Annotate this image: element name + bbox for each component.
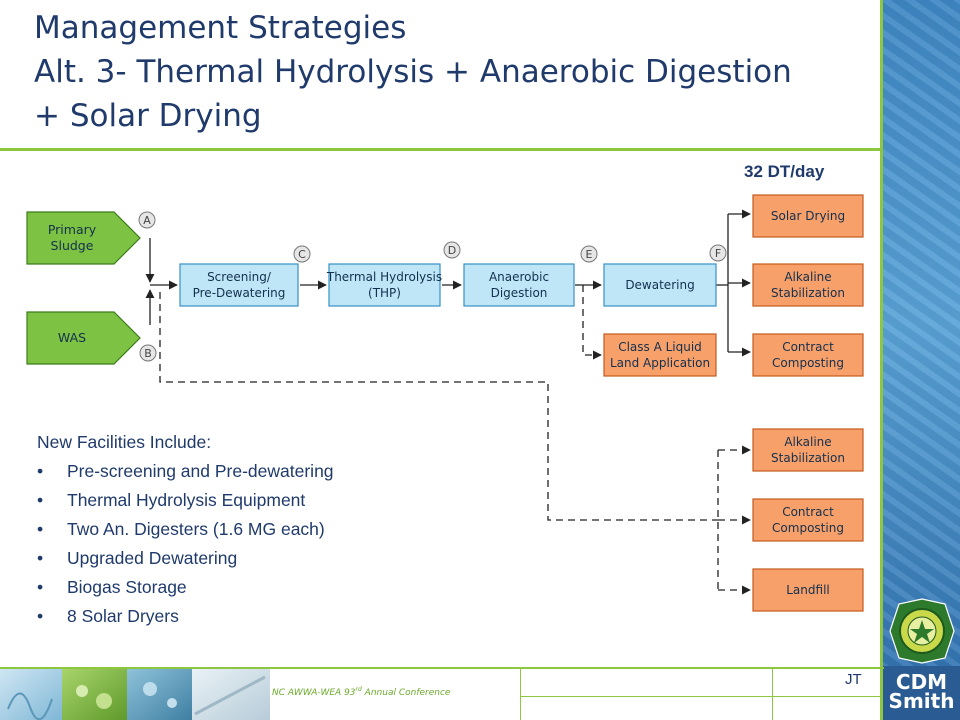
footer-box-divider: [520, 669, 521, 720]
title-divider: [0, 148, 884, 151]
list-item: •8 Solar Dryers: [37, 606, 179, 626]
facility-text: 8 Solar Dryers: [67, 606, 179, 626]
outcome-2-line1: Alkaline: [784, 270, 831, 284]
step-1-line1: Screening/: [207, 270, 272, 284]
bypass-landfill: Landfill: [752, 568, 864, 612]
step-3-line2: Digestion: [491, 286, 548, 300]
flow-connectors: [145, 209, 751, 357]
footer-photo-strip: [0, 669, 270, 720]
marker-d: D: [443, 241, 461, 259]
bypass-connectors: [159, 285, 751, 595]
footer-row-line: [520, 696, 880, 697]
facility-text: Thermal Hydrolysis Equipment: [67, 490, 306, 510]
conference-base: NC AWWA-WEA 93: [272, 688, 356, 698]
list-item: •Two An. Digesters (1.6 MG each): [37, 519, 325, 539]
marker-b-label: B: [144, 347, 152, 360]
bypass-alkaline-stabilization: Alkaline Stabilization: [752, 428, 864, 472]
facility-text: Biogas Storage: [67, 577, 187, 597]
facilities-list: •Pre-screening and Pre-dewatering •Therm…: [37, 457, 334, 631]
conference-label: NC AWWA-WEA 93rd Annual Conference: [272, 686, 450, 698]
marker-f-label: F: [715, 247, 721, 260]
input-was: WAS: [26, 311, 141, 365]
list-item: •Pre-screening and Pre-dewatering: [37, 461, 334, 481]
city-seal-icon: [889, 598, 955, 664]
bypass-2-line2: Composting: [772, 521, 844, 535]
outcome-1-line1: Solar Drying: [771, 209, 845, 223]
list-item: •Biogas Storage: [37, 577, 187, 597]
sidebar-band: [883, 0, 960, 720]
bypass-1-line2: Stabilization: [771, 451, 845, 465]
marker-a-label: A: [143, 214, 151, 227]
rate-label: 32 DT/day: [744, 162, 825, 181]
marker-c-label: C: [298, 248, 306, 261]
facility-text: Two An. Digesters (1.6 MG each): [67, 519, 325, 539]
process-flow-diagram: Primary Sludge WAS A B C D E F Screening…: [26, 194, 864, 612]
list-item: •Upgraded Dewatering: [37, 548, 238, 568]
new-facilities: New Facilities Include: •Pre-screening a…: [37, 428, 334, 631]
marker-d-label: D: [448, 244, 456, 257]
marker-e: E: [580, 245, 598, 263]
logo-line-1: CDM: [895, 670, 948, 694]
step-dewatering: Dewatering: [603, 263, 717, 307]
list-item: •Thermal Hydrolysis Equipment: [37, 490, 306, 510]
outcome-class-a-liquid: Class A Liquid Land Application: [603, 333, 717, 377]
outcome-solar-drying: Solar Drying: [752, 194, 864, 238]
marker-f: F: [709, 244, 727, 262]
footer-divider: [0, 667, 884, 669]
input-primary-sludge: Primary Sludge: [26, 211, 141, 265]
outcome-liquid-line1: Class A Liquid: [618, 340, 702, 354]
sidebar-divider: [880, 0, 883, 720]
outcome-contract-composting: Contract Composting: [752, 333, 864, 377]
step-1-line2: Pre-Dewatering: [193, 286, 286, 300]
footer-box-divider: [772, 669, 773, 720]
bypass-1-line1: Alkaline: [784, 435, 831, 449]
facilities-heading: New Facilities Include:: [37, 432, 212, 452]
conference-rest: Annual Conference: [361, 688, 451, 698]
step-2-line1: Thermal Hydrolysis: [326, 270, 442, 284]
step-thermal-hydrolysis: Thermal Hydrolysis (THP): [326, 263, 442, 307]
step-4-line1: Dewatering: [625, 278, 694, 292]
marker-b: B: [139, 344, 157, 362]
outcome-3-line1: Contract: [782, 340, 834, 354]
logo-line-2: Smith: [888, 689, 955, 713]
marker-c: C: [293, 245, 311, 263]
bypass-3-line1: Landfill: [786, 583, 830, 597]
step-2-line2: (THP): [368, 286, 401, 300]
bypass-contract-composting: Contract Composting: [752, 498, 864, 542]
outcome-alkaline-stabilization: Alkaline Stabilization: [752, 263, 864, 307]
step-3-line1: Anaerobic: [489, 270, 549, 284]
outcome-liquid-line2: Land Application: [610, 356, 710, 370]
conference-sup: rd: [355, 686, 362, 693]
step-screening: Screening/ Pre-Dewatering: [179, 263, 299, 307]
step-anaerobic-digestion: Anaerobic Digestion: [463, 263, 575, 307]
title-line-2: Alt. 3- Thermal Hydrolysis + Anaerobic D…: [34, 54, 792, 90]
input-2-line1: WAS: [58, 330, 86, 345]
input-1-line1: Primary: [48, 222, 97, 237]
slide-title: Management Strategies Alt. 3- Thermal Hy…: [34, 6, 874, 138]
bypass-2-line1: Contract: [782, 505, 834, 519]
input-1-line2: Sludge: [51, 238, 94, 253]
cdm-smith-logo: CDM Smith: [883, 666, 960, 720]
outcome-3-line2: Composting: [772, 356, 844, 370]
marker-a: A: [138, 211, 156, 229]
facility-text: Upgraded Dewatering: [67, 548, 238, 568]
presenter-initials: JT: [845, 671, 862, 688]
marker-e-label: E: [586, 248, 593, 261]
outcome-2-line2: Stabilization: [771, 286, 845, 300]
title-line-1: Management Strategies: [34, 10, 407, 46]
title-line-3: + Solar Drying: [34, 98, 262, 134]
facility-text: Pre-screening and Pre-dewatering: [67, 461, 334, 481]
